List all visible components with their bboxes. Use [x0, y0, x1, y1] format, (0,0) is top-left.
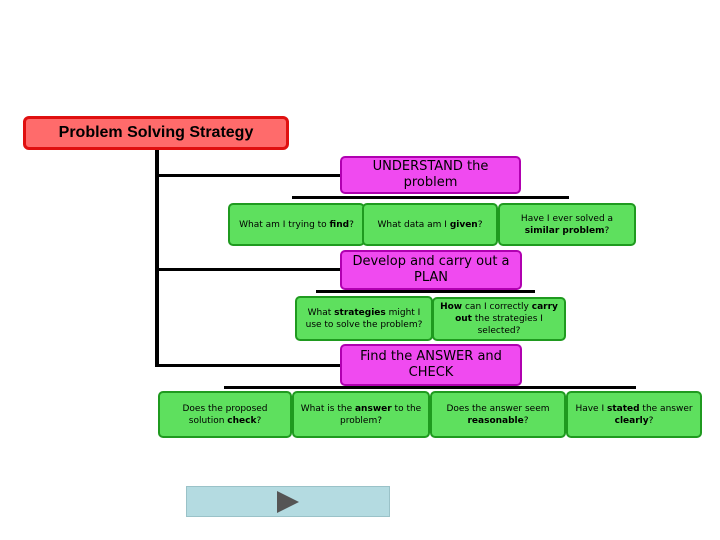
question-strategies-post: might I use to solve the problem?: [305, 307, 423, 330]
question-check: Does the proposed solution check?: [158, 391, 292, 438]
question-carry-out: How can I correctly carry out the strate…: [432, 297, 566, 341]
question-reasonable-pre: Does the answer seem: [446, 403, 550, 414]
question-find-text: What am I trying to find?: [239, 219, 354, 231]
question-given-text: What data am I given?: [378, 219, 483, 231]
question-strategies-strong: strategies: [334, 307, 386, 318]
question-find-pre: What am I trying to: [239, 219, 330, 230]
question-check-strong: check: [227, 415, 257, 426]
question-reasonable-text: Does the answer seem reasonable?: [436, 403, 560, 427]
question-answer-strong: answer: [354, 403, 392, 414]
bar-line-2: [316, 290, 535, 293]
question-strategies: What strategies might I use to solve the…: [295, 296, 433, 341]
question-check-post: ?: [256, 415, 262, 426]
question-similar-text: Have I ever solved a similar problem?: [504, 213, 630, 237]
question-similar-post: ?: [604, 225, 610, 236]
step-understand-label: UNDERSTAND the problem: [346, 159, 515, 191]
step-answer-check-label: Find the ANSWER and CHECK: [346, 349, 516, 381]
step-plan-pre: Develop and carry out a: [352, 254, 510, 269]
question-answer: What is the answer to the problem?: [292, 391, 430, 438]
diagram-title: Problem Solving Strategy: [23, 116, 289, 150]
question-similar: Have I ever solved a similar problem?: [498, 203, 636, 246]
question-carry-out-strong2: carry out: [455, 302, 558, 324]
question-carry-out-text: How can I correctly carry out the strate…: [438, 301, 560, 337]
question-find-strong: find: [329, 219, 350, 230]
question-check-text: Does the proposed solution check?: [164, 403, 286, 427]
step-plan-label: Develop and carry out a PLAN: [346, 254, 516, 286]
question-carry-out-post: the strategies I selected?: [471, 314, 543, 336]
question-stated: Have I stated the answer clearly?: [566, 391, 702, 438]
question-carry-out-strong: How: [440, 302, 463, 312]
step-answer-keyword: ANSWER: [416, 349, 474, 364]
step-understand-rest: the problem: [403, 159, 489, 190]
question-find: What am I trying to find?: [228, 203, 365, 246]
question-stated-text: Have I stated the answer clearly?: [572, 403, 696, 427]
question-answer-pre: What is the: [300, 403, 355, 414]
question-given-strong: given: [449, 219, 478, 230]
step-understand-keyword: UNDERSTAND: [372, 159, 463, 174]
step-plan-keyword: PLAN: [414, 270, 448, 285]
diagram-title-text: Problem Solving Strategy: [58, 124, 254, 141]
question-stated-mid: the answer: [639, 403, 693, 414]
question-given-pre: What data am I: [377, 219, 450, 230]
step-answer-pre: Find the: [360, 349, 417, 364]
step-answer-check: Find the ANSWER and CHECK: [340, 344, 522, 386]
question-stated-strong: stated: [606, 403, 640, 414]
question-answer-post: to the problem?: [339, 403, 422, 426]
question-stated-post: ?: [648, 415, 654, 426]
branch-line-2: [155, 268, 340, 271]
step-plan: Develop and carry out a PLAN: [340, 250, 522, 290]
question-similar-pre: Have I ever solved a: [520, 213, 614, 224]
question-similar-strong: similar problem: [524, 225, 605, 236]
play-icon: [277, 490, 299, 513]
bar-line-3: [224, 386, 636, 389]
question-find-post: ?: [349, 219, 354, 230]
trunk-line: [155, 150, 159, 367]
question-carry-out-mid: can I correctly: [462, 302, 532, 312]
question-strategies-text: What strategies might I use to solve the…: [301, 307, 427, 331]
step-answer-mid: and: [473, 349, 502, 364]
question-strategies-pre: What: [307, 307, 335, 318]
next-slide-button[interactable]: [186, 486, 390, 517]
bar-line-1: [292, 196, 569, 199]
branch-line-3: [155, 364, 340, 367]
question-given: What data am I given?: [362, 203, 498, 246]
question-reasonable-strong: reasonable: [467, 415, 524, 426]
question-stated-strong2: clearly: [614, 415, 649, 426]
question-stated-pre: Have I: [575, 403, 607, 414]
step-understand: UNDERSTAND the problem: [340, 156, 521, 194]
question-answer-text: What is the answer to the problem?: [298, 403, 424, 427]
question-reasonable: Does the answer seem reasonable?: [430, 391, 566, 438]
question-given-post: ?: [477, 219, 483, 230]
step-check-keyword: CHECK: [408, 365, 454, 380]
question-reasonable-post: ?: [523, 415, 529, 426]
branch-line-1: [155, 174, 340, 177]
question-check-pre: Does the proposed solution: [182, 403, 268, 426]
